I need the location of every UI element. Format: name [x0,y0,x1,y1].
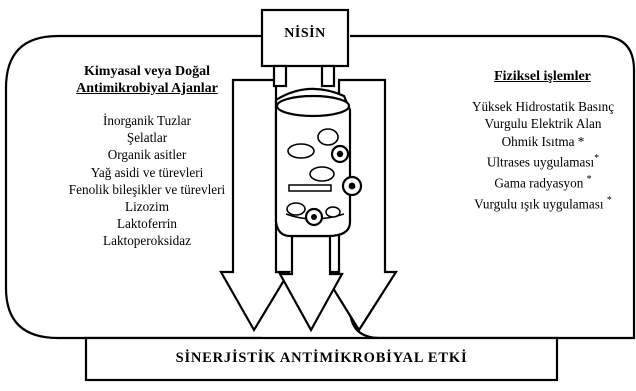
vessel-rim [277,96,349,116]
nisin-stub-right [322,66,334,86]
microbe-oval [318,129,338,145]
asterisk-mark: * [578,134,585,149]
list-item: Yüksek Hidrostatik Basınç [448,98,636,115]
list-item: Fenolik bileşikler ve türevleri [42,181,252,198]
list-item: Gama radyasyon * [448,171,636,192]
asterisk-mark: * [594,153,599,164]
list-item-text: Yüksek Hidrostatik Basınç [472,99,614,114]
left-panel-title-line2: Antimikrobiyal Ajanlar [42,80,252,97]
microbe-oval [310,167,334,181]
synergy-result-label: SİNERJİSTİK ANTİMİKROBİYAL ETKİ [86,350,557,367]
list-item: Lizozim [42,198,252,215]
list-item-text: Ultrases uygulaması [487,155,594,170]
microbe-ring-core [337,151,343,157]
microbe-oval [326,207,340,217]
nisin-label: NİSİN [262,26,348,42]
list-item: Yağ asidi ve türevleri [42,164,252,181]
list-item: Ultrases uygulaması* [448,150,636,171]
left-panel-title-line1: Kimyasal veya Doğal [42,63,252,80]
microbe-ring-core [349,183,356,190]
nisin-stub-left [274,66,286,86]
list-item: Laktoperoksidaz [42,232,252,249]
middle-arrow [280,236,342,330]
microbe-oval [288,144,314,158]
list-item: Organik asitler [42,146,252,163]
list-item: Şelatlar [42,129,252,146]
chemical-agents-list: İnorganik Tuzlar Şelatlar Organik asitle… [42,112,252,250]
list-item-text: Vurgulu ışık uygulaması [474,196,603,211]
list-item: Vurgulu Elektrik Alan [448,115,636,132]
list-item-text: Vurgulu Elektrik Alan [485,116,602,131]
list-item-text: Gama radyasyon [494,175,583,190]
microbe-rod [289,185,331,191]
physical-treatments-list: Yüksek Hidrostatik Basınç Vurgulu Elektr… [448,98,636,213]
list-item: Vurgulu ışık uygulaması * [448,192,636,213]
list-item-text: Ohmik Isıtma [502,134,575,149]
asterisk-mark: * [587,174,592,185]
microbe-oval [287,203,305,215]
asterisk-mark: * [607,195,612,206]
list-item: İnorganik Tuzlar [42,112,252,129]
list-item: Ohmik Isıtma * [448,133,636,150]
left-panel-title: Kimyasal veya Doğal Antimikrobiyal Ajanl… [42,63,252,97]
list-item: Laktoferrin [42,215,252,232]
right-panel-title: Fiziksel işlemler [470,69,615,85]
microbe-ring-core [311,214,317,220]
